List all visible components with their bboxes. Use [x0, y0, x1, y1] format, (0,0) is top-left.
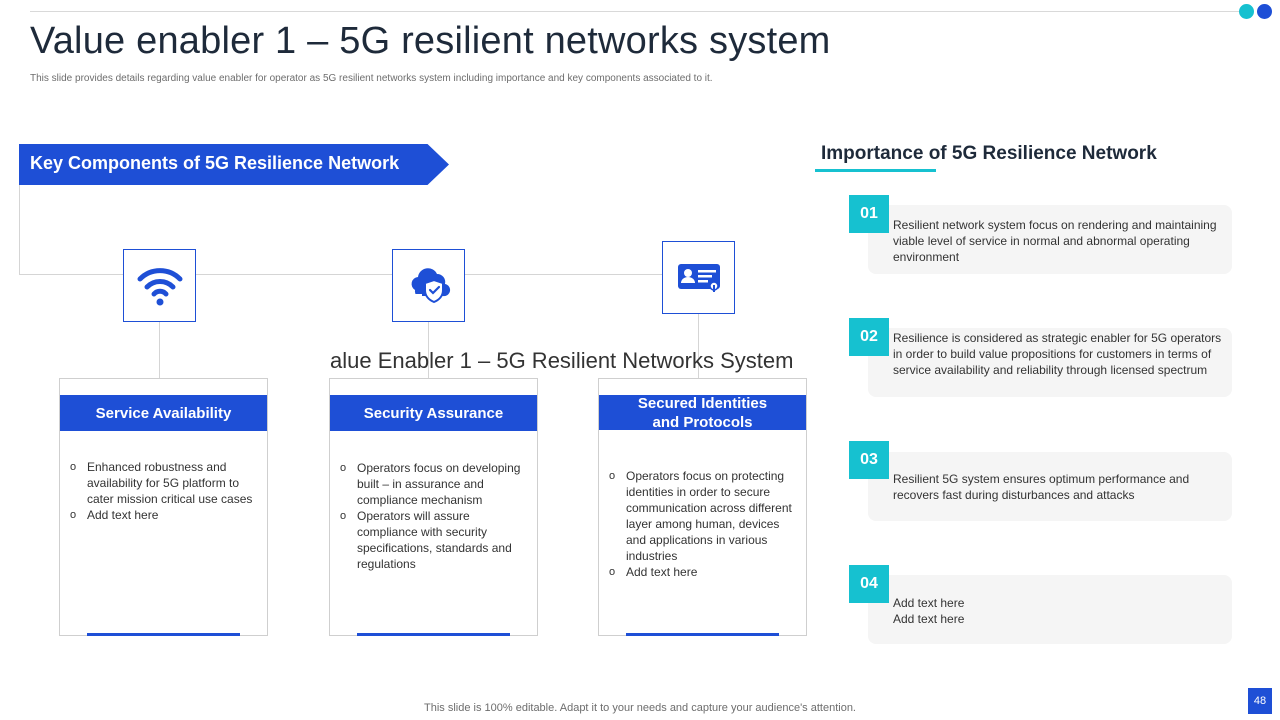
- importance-number: 01: [849, 195, 889, 233]
- page-number: 48: [1248, 688, 1272, 714]
- connector-line: [698, 314, 699, 378]
- importance-number: 02: [849, 318, 889, 356]
- importance-underline: [815, 169, 936, 172]
- card-heading: Security Assurance: [330, 395, 537, 431]
- importance-number: 03: [849, 441, 889, 479]
- icon-box-identity: [662, 241, 735, 314]
- importance-card: [868, 205, 1232, 274]
- list-item: Add text here: [70, 507, 259, 523]
- slide-subtitle: This slide provides details regarding va…: [30, 73, 713, 84]
- frame-line-horizontal: [19, 274, 699, 275]
- connector-line: [159, 322, 160, 378]
- card-heading: Secured Identities and Protocols: [599, 395, 806, 431]
- importance-text: Add text here Add text here: [893, 596, 965, 626]
- component-card-identity: Secured Identities and Protocols Operato…: [598, 378, 807, 636]
- icon-box-service: [123, 249, 196, 322]
- list-item: Operators will assure compliance with se…: [340, 508, 529, 572]
- overlay-title-text: alue Enabler 1 – 5G Resilient Networks S…: [330, 348, 794, 373]
- component-card-service: Service Availability Enhanced robustness…: [59, 378, 268, 636]
- decor-dot-blue: [1257, 4, 1272, 19]
- importance-card: [868, 575, 1232, 644]
- connector-line: [428, 322, 429, 378]
- frame-line-vertical: [19, 185, 20, 275]
- card-bullet-list: Operators focus on developing built – in…: [340, 460, 529, 572]
- card-bullet-list: Enhanced robustness and availability for…: [70, 459, 259, 523]
- banner-label: Key Components of 5G Resilience Network: [30, 153, 400, 173]
- slide-footer: This slide is 100% editable. Adapt it to…: [424, 702, 856, 714]
- card-heading: Service Availability: [60, 395, 267, 431]
- key-components-banner: Key Components of 5G Resilience Network: [19, 144, 449, 185]
- list-item: Operators focus on developing built – in…: [340, 460, 529, 508]
- card-bullet-list: Operators focus on protecting identities…: [609, 468, 798, 580]
- importance-text: Resilient 5G system ensures optimum perf…: [893, 472, 1190, 502]
- top-divider: [30, 11, 1240, 12]
- importance-text: Resilient network system focus on render…: [893, 218, 1217, 264]
- importance-title: Importance of 5G Resilience Network: [821, 143, 1157, 164]
- importance-text: Resilience is considered as strategic en…: [893, 331, 1222, 377]
- icon-box-security: [392, 249, 465, 322]
- importance-number: 04: [849, 565, 889, 603]
- list-item: Enhanced robustness and availability for…: [70, 459, 259, 507]
- card-bottom-bar: [357, 633, 510, 636]
- card-bottom-bar: [626, 633, 779, 636]
- decor-dot-teal: [1239, 4, 1254, 19]
- importance-card: [868, 328, 1232, 397]
- card-bottom-bar: [87, 633, 240, 636]
- importance-card: [868, 452, 1232, 521]
- list-item: Add text here: [609, 564, 798, 580]
- wifi-icon: [137, 267, 182, 305]
- id-card-icon: [677, 263, 720, 292]
- component-card-security: Security Assurance Operators focus on de…: [329, 378, 538, 636]
- slide-title: Value enabler 1 – 5G resilient networks …: [30, 20, 831, 62]
- list-item: Operators focus on protecting identities…: [609, 468, 798, 564]
- cloud-shield-icon: [411, 267, 450, 303]
